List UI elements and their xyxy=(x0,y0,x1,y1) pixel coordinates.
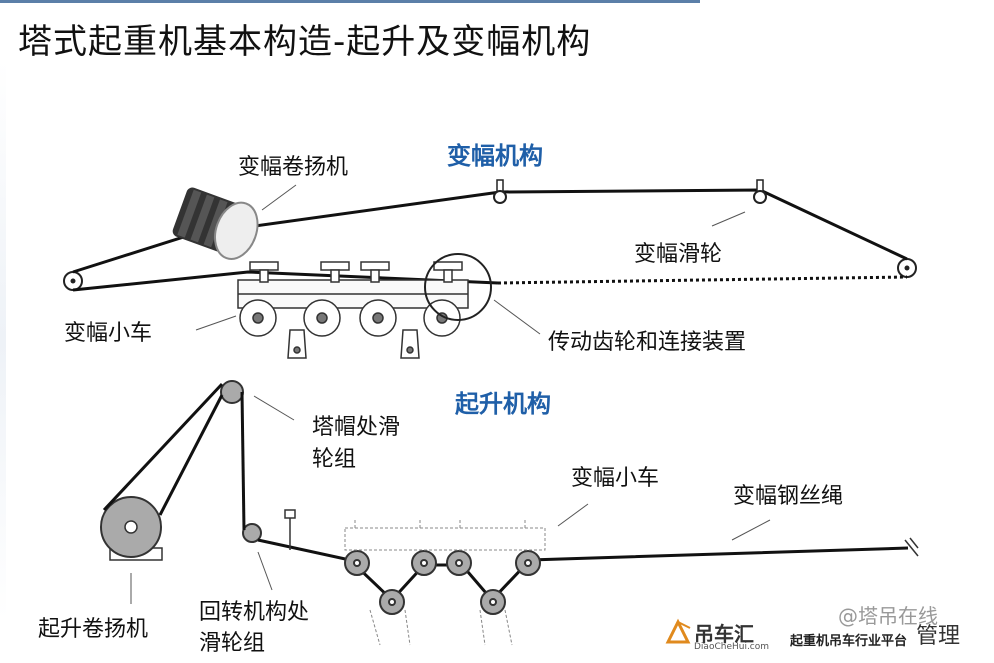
watermark-brand: 吊车汇 xyxy=(694,622,754,646)
hoist-winch xyxy=(100,496,163,561)
label-slewing-pulley-line1: 回转机构处 xyxy=(199,600,310,625)
label-tower-cap-pulley-line2: 轮组 xyxy=(312,447,357,472)
gear-highlight-circle xyxy=(424,253,492,321)
slewing-pulley xyxy=(242,523,262,543)
hoist-rope-vertical xyxy=(240,391,246,531)
luffing-pulley-2 xyxy=(753,179,767,204)
hoist-trolley-frame xyxy=(344,520,546,646)
hoist-trolley-pulleys xyxy=(344,550,541,615)
watermark-right-main: @塔吊在线 xyxy=(838,604,938,628)
watermark-right-tail: 管理 xyxy=(916,624,961,649)
label-luffing-trolley-top: 变幅小车 xyxy=(64,321,153,346)
luffing-pulley-1 xyxy=(493,179,507,204)
watermark-domain: DiaoCheHui.com xyxy=(694,642,770,652)
luffing-rope-system xyxy=(63,179,917,292)
hoist-rope-diagonal xyxy=(102,382,224,512)
tower-cap-pulley xyxy=(220,380,244,404)
section-title-luffing: 变幅机构 xyxy=(447,142,543,170)
watermark-right-sub: 起重机吊车行业平台 xyxy=(790,634,908,649)
label-slewing-pulley-line2: 滑轮组 xyxy=(199,631,266,656)
hoist-rope-diagonal-2 xyxy=(158,394,224,516)
hoist-leader-lines xyxy=(130,395,771,604)
rope-anchor xyxy=(904,537,919,557)
luffing-trolley-assembly xyxy=(237,261,469,359)
luffing-leader-lines xyxy=(195,184,746,335)
label-tower-cap-pulley-line1: 塔帽处滑 xyxy=(312,415,401,440)
label-luffing-pulley: 变幅滑轮 xyxy=(634,242,723,267)
slide-left-shade xyxy=(0,60,6,620)
luffing-winch-drum xyxy=(172,187,259,260)
label-hoist-winch: 起升卷扬机 xyxy=(38,617,149,642)
diaochehui-logo-icon xyxy=(665,618,691,644)
section-title-hoist: 起升机构 xyxy=(455,390,551,418)
lower-luffing-rope-dotted xyxy=(497,275,908,285)
label-luffing-wire-rope: 变幅钢丝绳 xyxy=(733,484,844,509)
slewing-post xyxy=(284,509,296,550)
slide-title: 塔式起重机基本构造-起升及变幅机构 xyxy=(18,22,592,62)
label-luffing-trolley-bottom: 变幅小车 xyxy=(571,466,660,491)
label-gear-connection: 传动齿轮和连接装置 xyxy=(548,330,747,355)
header-accent-line xyxy=(0,0,700,3)
label-luffing-winch: 变幅卷扬机 xyxy=(238,155,349,180)
